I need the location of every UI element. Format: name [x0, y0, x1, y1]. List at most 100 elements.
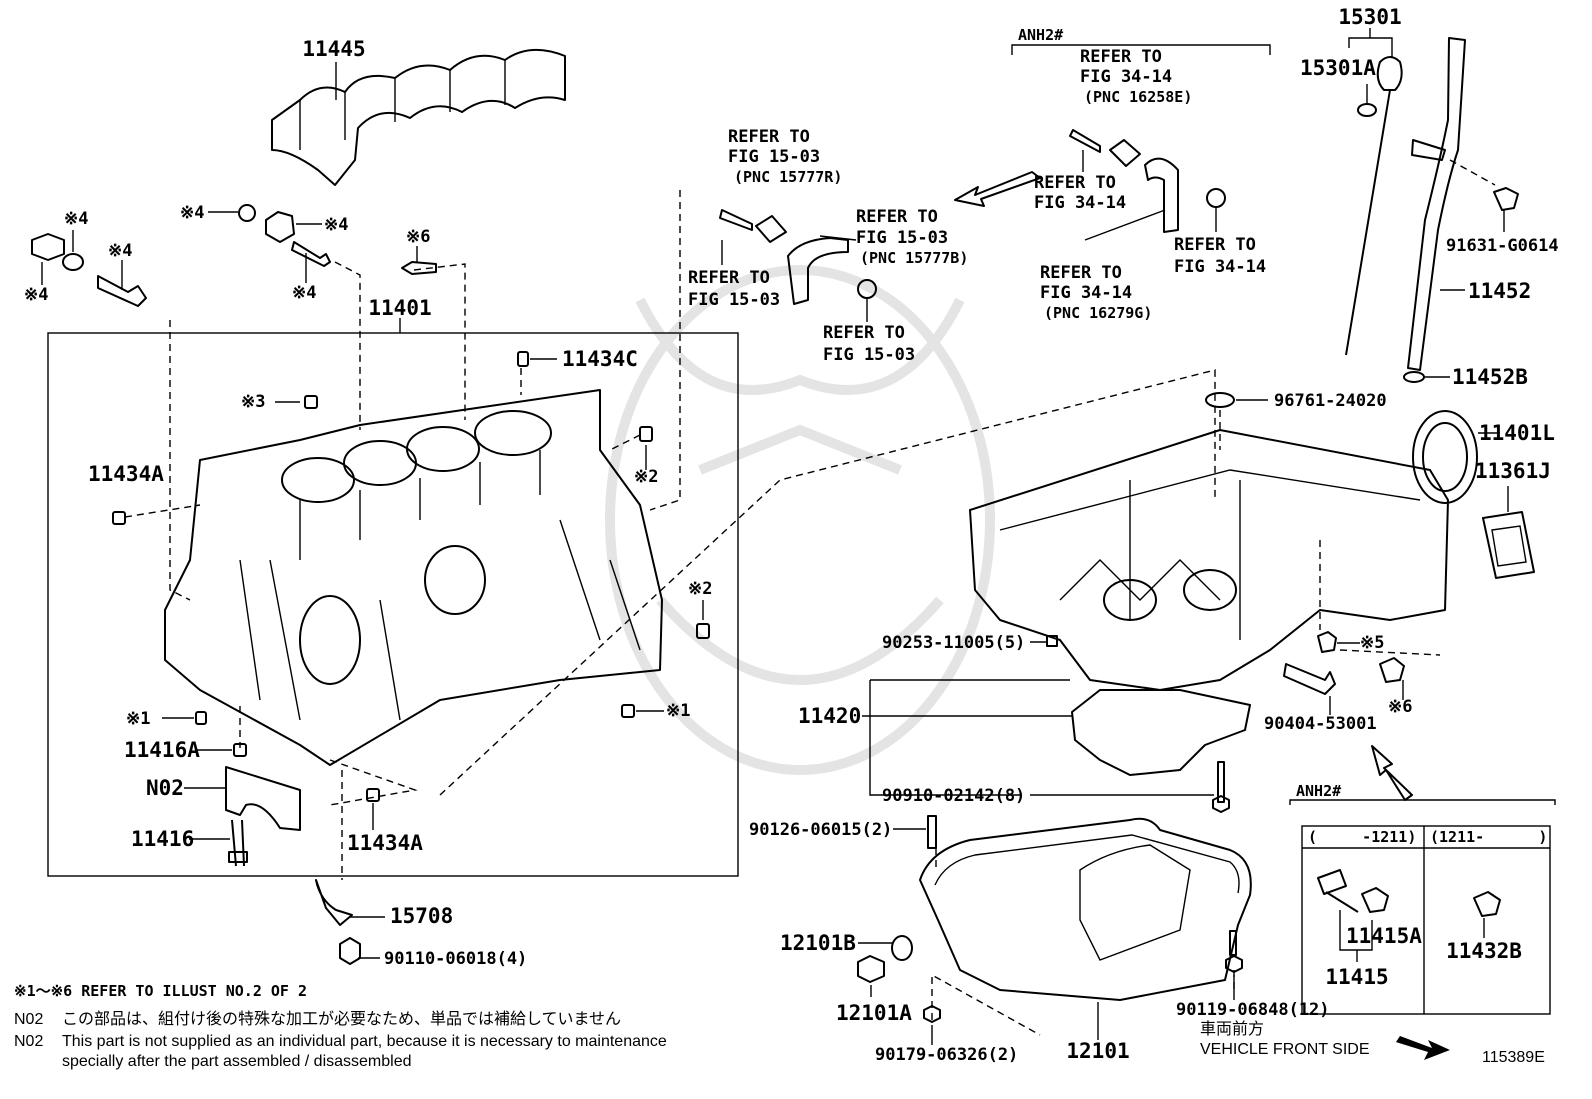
- label-90110: 90110-06018(4): [384, 949, 527, 969]
- fig3414-hoses-drawing: [1069, 129, 1226, 241]
- refer-to-callouts: REFER TO FIG 15-03 (PNC 15777R) REFER TO…: [688, 26, 1547, 846]
- label-90126: 90126-06015(2): [749, 820, 892, 840]
- fig-15-03: FIG 15-03: [728, 147, 820, 167]
- oil-pan-drawing: [857, 815, 1252, 1045]
- refer-to: REFER TO: [728, 127, 810, 147]
- ref-mark-2: ※2: [634, 467, 658, 487]
- label-11420: 11420: [798, 704, 861, 728]
- label-90404: 90404-53001: [1264, 714, 1377, 734]
- label-11401: 11401: [368, 296, 431, 320]
- ref-mark-3: ※3: [241, 392, 265, 412]
- label-11415: 11415: [1325, 965, 1388, 989]
- vehicle-front-jp: 車両前方: [1200, 1020, 1264, 1038]
- label-11452: 11452: [1468, 279, 1531, 303]
- dipstick-drawing: [1345, 28, 1519, 383]
- label-96761: 96761-24020: [1274, 391, 1387, 411]
- footnote-n02-en: This part is not supplied as an individu…: [62, 1033, 667, 1050]
- label-11452b: 11452B: [1452, 365, 1528, 389]
- fig-15-03: FIG 15-03: [688, 290, 780, 310]
- label-11434a: 11434A: [88, 462, 164, 486]
- refer-to: REFER TO: [823, 323, 905, 343]
- label-90910: 90910-02142(8): [882, 786, 1025, 806]
- footnote-n02-en-cont: specially after the part assembled / dis…: [62, 1053, 412, 1070]
- vehicle-front-note: 車両前方 VEHICLE FRONT SIDE 115389E: [1200, 1020, 1545, 1066]
- fig-34-14: FIG 34-14: [1034, 193, 1126, 213]
- label-12101a: 12101A: [836, 1001, 912, 1025]
- refer-to: REFER TO: [688, 268, 770, 288]
- ref-mark-4: ※4: [324, 215, 348, 235]
- label-11434c: 11434C: [562, 347, 638, 371]
- inset-column-before-1211: ( -1211): [1308, 828, 1416, 846]
- strainer-drawing: [862, 635, 1251, 813]
- inset-column-after-1211: (1211- ): [1430, 828, 1547, 846]
- ref-mark-4: ※4: [24, 285, 48, 305]
- footnotes: ※1～※6 REFER TO ILLUST NO.2 OF 2 N02 この部品…: [14, 982, 667, 1070]
- refer-to: REFER TO: [1080, 47, 1162, 67]
- label-11416a: 11416A: [124, 738, 200, 762]
- cylinder-block-drawing: [164, 389, 663, 766]
- ref-mark-5: ※5: [1360, 633, 1384, 653]
- label-n02: N02: [146, 776, 184, 800]
- block-assembly-frame: [47, 318, 739, 877]
- footnote-n02-code: N02: [14, 1033, 43, 1050]
- bearing-cap-drawing: [225, 766, 361, 965]
- label-11434a-lower: 11434A: [347, 831, 423, 855]
- ref-mark-2: ※2: [688, 579, 712, 599]
- ref-mark-4: ※4: [108, 241, 132, 261]
- label-11415a: 11415A: [1346, 924, 1422, 948]
- footnote-n02-jp: この部品は、組付け後の特殊な加工が必要なため、単品では補給していません: [62, 1010, 621, 1028]
- refer-to: REFER TO: [856, 207, 938, 227]
- watermark-emblem: [605, 265, 995, 775]
- footnote-refer-illust: ※1～※6 REFER TO ILLUST NO.2 OF 2: [14, 982, 307, 1000]
- label-12101: 12101: [1066, 1039, 1129, 1063]
- oil-seal-drawing: [1205, 392, 1535, 579]
- label-15708: 15708: [390, 904, 453, 928]
- refer-to: REFER TO: [1040, 263, 1122, 283]
- anh2-top-bracket: [1011, 44, 1271, 55]
- footnote-n02-code: N02: [14, 1011, 43, 1028]
- vehicle-front-en: VEHICLE FRONT SIDE: [1200, 1041, 1370, 1058]
- label-11432b: 11432B: [1446, 939, 1522, 963]
- block-studs-and-fittings: [31, 204, 710, 802]
- label-11401l: 11401L: [1479, 421, 1555, 445]
- label-12101b: 12101B: [780, 931, 856, 955]
- ref-mark-4: ※4: [64, 209, 88, 229]
- fig-34-14: FIG 34-14: [1040, 283, 1132, 303]
- cover-11445-drawing: [271, 48, 566, 186]
- fig1503-hoses-drawing: [719, 209, 877, 322]
- left-callout-leaders: [41, 62, 704, 959]
- ref-mark-6: ※6: [1388, 697, 1412, 717]
- fig-15-03: FIG 15-03: [856, 228, 948, 248]
- ref-mark-1: ※1: [126, 709, 150, 729]
- label-15301: 15301: [1338, 5, 1401, 29]
- crankcase-bolts: [1283, 631, 1405, 715]
- crankcase-drawing: [969, 410, 1449, 691]
- label-90179: 90179-06326(2): [875, 1045, 1018, 1065]
- refer-to: REFER TO: [1174, 235, 1256, 255]
- illustration-id: 115389E: [1482, 1049, 1545, 1066]
- anh2-inset: [1289, 799, 1556, 1015]
- left-leader-lines: [124, 190, 1216, 880]
- label-11445: 11445: [302, 37, 365, 61]
- fig-34-14: FIG 34-14: [1080, 67, 1172, 87]
- label-90253: 90253-11005(5): [882, 633, 1025, 653]
- ref-mark-4: ※4: [180, 203, 204, 223]
- pnc-16279g: (PNC 16279G): [1044, 304, 1152, 322]
- direction-arrow-mid: [1371, 745, 1413, 801]
- direction-arrow-top: [954, 171, 1041, 207]
- ref-mark-6: ※6: [406, 227, 430, 247]
- reference-mark-labels: ※4 ※4 ※4 ※4 ※4 ※4 ※6 ※3 ※2 ※2 ※1 ※1 ※5 ※…: [24, 203, 1412, 729]
- label-15301a: 15301A: [1300, 56, 1376, 80]
- anh2-inset-label: ANH2#: [1296, 782, 1341, 800]
- label-91631: 91631-G0614: [1446, 236, 1559, 256]
- pnc-15777b: (PNC 15777B): [860, 249, 968, 267]
- pnc-16258e: (PNC 16258E): [1084, 88, 1192, 106]
- label-11361j: 11361J: [1475, 459, 1551, 483]
- refer-to: REFER TO: [1034, 173, 1116, 193]
- anh2-label: ANH2#: [1018, 26, 1063, 44]
- label-11416: 11416: [131, 827, 194, 851]
- ref-mark-1: ※1: [666, 701, 690, 721]
- fig-34-14: FIG 34-14: [1174, 257, 1266, 277]
